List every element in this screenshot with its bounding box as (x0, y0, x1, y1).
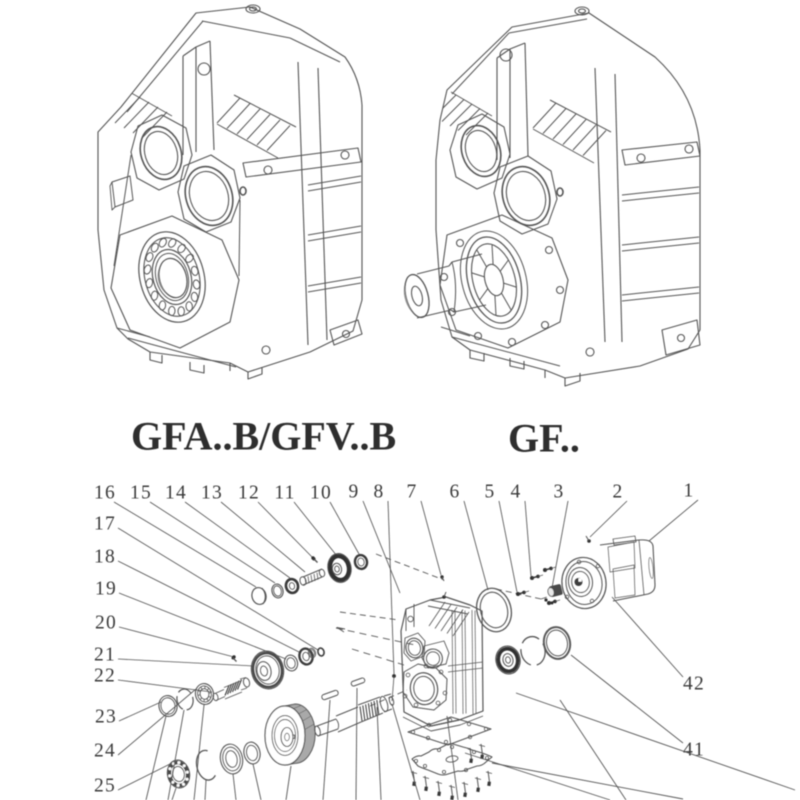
svg-text:42: 42 (683, 674, 705, 695)
svg-text:10: 10 (310, 483, 332, 504)
svg-text:23: 23 (95, 707, 117, 728)
svg-text:8: 8 (374, 482, 385, 503)
svg-text:7: 7 (407, 482, 418, 503)
svg-text:GFA..B/GFV..B: GFA..B/GFV..B (131, 414, 396, 459)
svg-text:16: 16 (94, 483, 116, 504)
svg-text:22: 22 (94, 666, 116, 687)
svg-text:15: 15 (130, 483, 152, 504)
svg-text:GF..: GF.. (508, 416, 580, 461)
svg-text:21: 21 (94, 645, 116, 666)
svg-text:17: 17 (94, 514, 116, 535)
svg-text:20: 20 (95, 613, 117, 634)
svg-text:18: 18 (94, 547, 116, 568)
svg-text:6: 6 (450, 482, 461, 503)
svg-text:14: 14 (165, 483, 187, 504)
svg-text:2: 2 (613, 482, 624, 503)
svg-text:3: 3 (554, 482, 565, 503)
svg-text:4: 4 (511, 482, 522, 503)
svg-text:19: 19 (95, 579, 117, 600)
svg-text:25: 25 (94, 776, 116, 797)
svg-text:11: 11 (274, 483, 295, 504)
svg-text:13: 13 (201, 483, 223, 504)
svg-text:12: 12 (238, 483, 260, 504)
svg-text:5: 5 (485, 482, 496, 503)
svg-text:24: 24 (94, 741, 116, 762)
svg-text:41: 41 (683, 740, 705, 761)
svg-text:9: 9 (349, 482, 360, 503)
svg-text:1: 1 (684, 481, 695, 502)
